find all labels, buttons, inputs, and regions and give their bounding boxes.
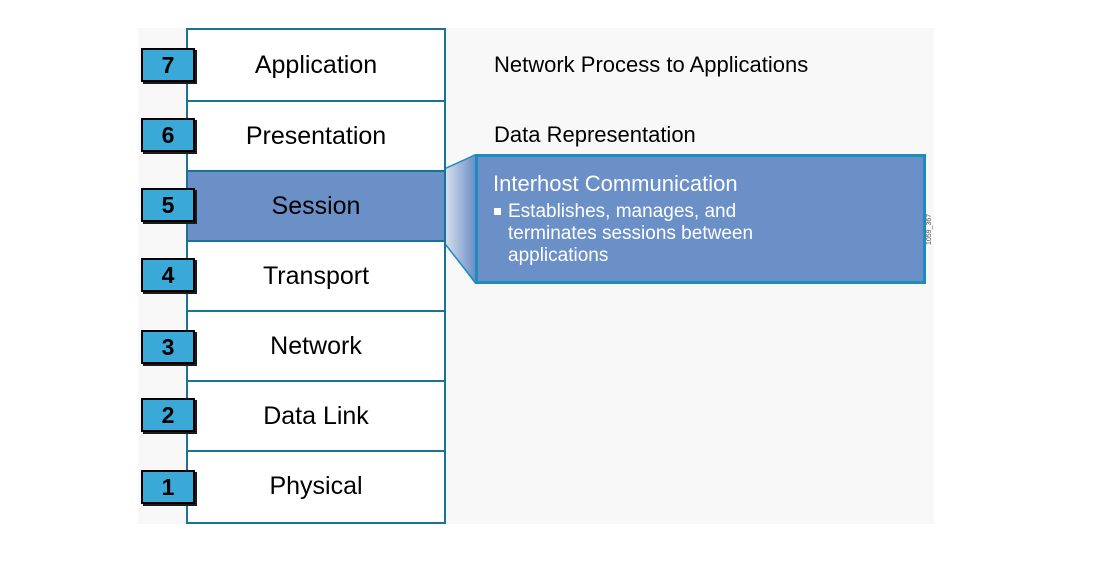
layer-number-1: 1 <box>141 470 195 504</box>
layer-number-5: 5 <box>141 188 195 222</box>
layer-application: Application <box>254 50 378 79</box>
layer-number-6: 6 <box>141 118 195 152</box>
layer-number-2: 2 <box>141 398 195 432</box>
layer-stack: Application Presentation Session Transpo… <box>186 28 446 524</box>
callout-bullet-text: Establishes, manages, and terminates ses… <box>508 201 754 266</box>
callout-connector <box>442 154 476 284</box>
layer-physical: Physical <box>188 450 444 520</box>
layer-transport: Transport <box>188 240 444 310</box>
layer-presentation: Presentation <box>188 100 444 170</box>
layer-number-3: 3 <box>141 330 195 364</box>
layer-number-4: 4 <box>141 258 195 292</box>
callout-title: Interhost Communication <box>493 171 738 196</box>
layer-data-link: Data Link <box>188 380 444 450</box>
bullet-square-icon <box>494 208 501 215</box>
description-application: Network Process to Applications <box>494 52 809 77</box>
session-callout: Interhost Communication Establishes, man… <box>475 154 926 284</box>
figure-id: 1059_367 <box>926 213 933 245</box>
layer-network: Network <box>188 310 444 380</box>
layer-number-7: 7 <box>141 48 195 82</box>
description-presentation: Data Representation <box>494 122 696 147</box>
callout-bullet: Establishes, manages, and terminates ses… <box>493 201 793 267</box>
layer-session: Session <box>188 170 444 240</box>
